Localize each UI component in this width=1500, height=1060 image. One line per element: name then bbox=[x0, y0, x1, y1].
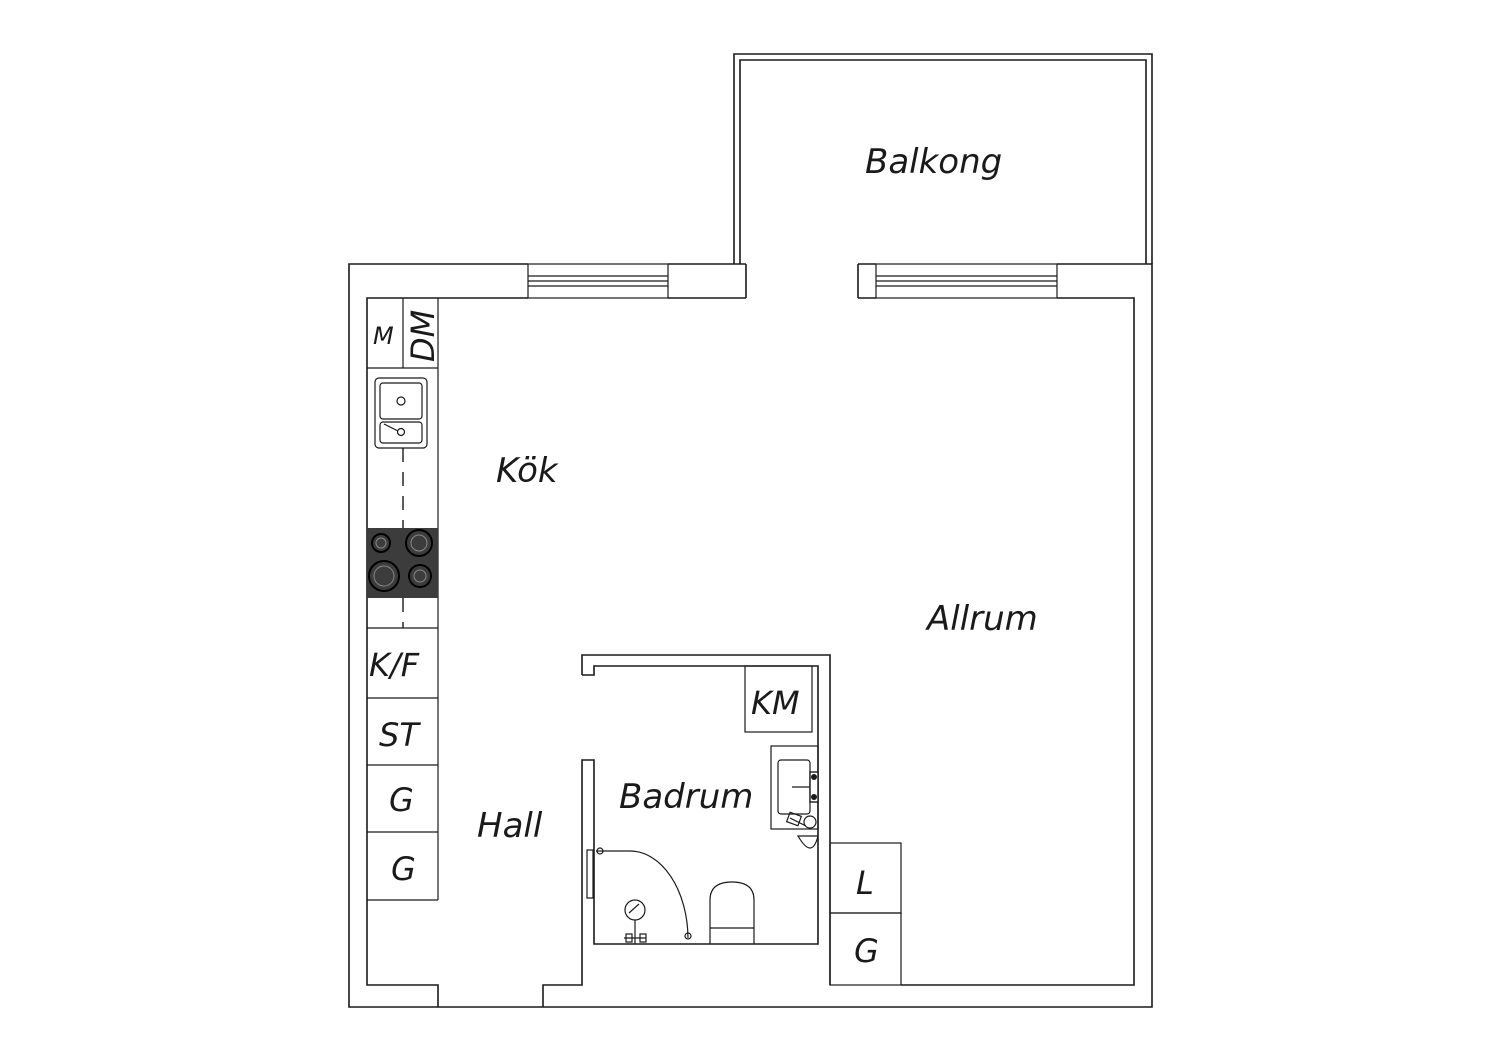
room-label-balkong: Balkong bbox=[865, 142, 1002, 182]
room-label-badrum: Badrum bbox=[619, 777, 753, 817]
outer-walls bbox=[348, 263, 1153, 1008]
unit-label-fridge-freezer: K/F bbox=[369, 646, 420, 684]
room-label-hall: Hall bbox=[477, 806, 543, 846]
kitchen-sink-icon bbox=[374, 377, 428, 449]
toilet-icon bbox=[709, 881, 755, 944]
room-label-allrum: Allrum bbox=[925, 599, 1038, 639]
unit-label-dishwasher: DM bbox=[404, 310, 442, 362]
unit-label-storage: ST bbox=[379, 716, 421, 754]
unit-label-washing-machine: KM bbox=[751, 684, 800, 722]
unit-label-micro: M bbox=[373, 322, 394, 350]
room-label-kok: Kök bbox=[496, 451, 559, 491]
shower-icon bbox=[596, 847, 692, 944]
unit-label-closet-3: G bbox=[854, 932, 879, 970]
kitchen-counter bbox=[367, 298, 439, 901]
towel-hook-icon bbox=[785, 811, 819, 849]
washing-machine bbox=[744, 665, 813, 733]
balcony bbox=[733, 53, 1153, 264]
hall-cabinets bbox=[829, 842, 902, 986]
window-left bbox=[527, 263, 669, 299]
window-right bbox=[875, 263, 1058, 299]
unit-label-linen: L bbox=[856, 864, 874, 902]
bathroom-walls bbox=[581, 654, 831, 985]
unit-label-closet-1: G bbox=[389, 781, 414, 819]
stove-icon bbox=[367, 528, 438, 598]
unit-label-closet-2: G bbox=[391, 850, 416, 888]
